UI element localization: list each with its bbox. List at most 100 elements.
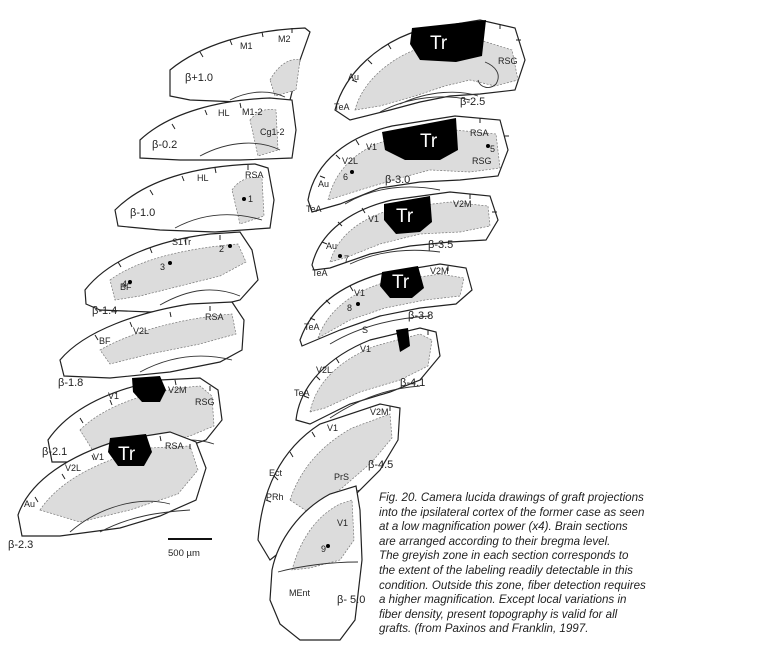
graft-label: Tr xyxy=(118,444,136,465)
label-site-8: 8 xyxy=(347,303,352,313)
bregma-label: β-1.4 xyxy=(92,305,117,317)
section-b-minus-2-3: Tr RSA V1 V2L Au β-2.3 xyxy=(8,431,207,551)
label-RSG: RSG xyxy=(195,397,215,407)
graft-label: Tr xyxy=(396,206,414,227)
label-S: S xyxy=(362,325,368,335)
caption-line: condition. Outside this zone, fiber dete… xyxy=(379,578,646,592)
label-RSG: RSG xyxy=(472,156,492,166)
label-Ect: Ect xyxy=(269,468,283,478)
label-V1: V1 xyxy=(360,344,371,354)
bregma-label: β-1.0 xyxy=(130,207,155,219)
label-HL: HL xyxy=(197,173,209,183)
label-V2M: V2M xyxy=(168,385,187,395)
section-b-minus-1-0: HL RSA 1 β-1.0 xyxy=(114,163,275,233)
label-V1: V1 xyxy=(93,452,104,462)
scale-bar xyxy=(168,538,212,540)
label-V1: V1 xyxy=(368,214,379,224)
bregma-label: β-4.5 xyxy=(368,459,393,471)
section-b-minus-4-1: V1 V2L TeA β-4.1 xyxy=(294,327,441,425)
section-b-minus-5-0: V1 9 MEnt β- 5.0 xyxy=(269,485,365,641)
caption-line: the extent of the labeling readily detec… xyxy=(379,563,633,577)
label-site-9: 9 xyxy=(321,544,326,554)
bregma-label: β-3.0 xyxy=(385,174,410,186)
section-b-minus-3-0: Tr RSA 5 RSG V1 V2L 6 Au TeA β-3.0 xyxy=(306,115,509,214)
graft-site xyxy=(108,434,152,466)
section-b-minus-3-8: Tr V2M V1 8 TeA S β-3.8 xyxy=(299,263,473,347)
label-S1Tr: S1Tr xyxy=(172,237,191,247)
graft-site xyxy=(380,266,424,298)
caption-line: fiber density, present topography is val… xyxy=(379,607,618,621)
bregma-label: β+1.0 xyxy=(185,72,213,84)
section-b-minus-4-5: V2M V1 Ect PrS PRh β-4.5 xyxy=(257,403,401,561)
bregma-label: β- 5.0 xyxy=(337,594,365,606)
caption-line: grafts. (from Paxinos and Franklin, 1997… xyxy=(379,622,589,636)
label-V2L: V2L xyxy=(133,326,149,336)
label-Cg1-2: Cg1-2 xyxy=(260,127,285,137)
graft-site xyxy=(396,328,410,352)
label-site-1: 1 xyxy=(248,194,253,204)
label-site-5: 5 xyxy=(490,144,495,154)
section-b-plus-1-0: M1 M2 β+1.0 xyxy=(169,27,311,103)
label-RSA: RSA xyxy=(165,441,184,451)
label-PRh: PRh xyxy=(266,492,284,502)
label-V2M: V2M xyxy=(453,199,472,209)
label-V1: V1 xyxy=(354,288,365,298)
label-V2L: V2L xyxy=(316,365,332,375)
label-TeA: TeA xyxy=(312,268,328,278)
label-RSA: RSA xyxy=(245,170,264,180)
label-M1: M1 xyxy=(240,41,253,51)
graft-site xyxy=(410,20,486,62)
caption-line: are arranged according to their bregma l… xyxy=(379,534,611,548)
scale-bar-label: 500 µm xyxy=(168,548,200,559)
label-TeA: TeA xyxy=(294,388,310,398)
label-V1: V1 xyxy=(337,518,348,528)
label-HL: HL xyxy=(218,108,230,118)
bregma-label: β-2.3 xyxy=(8,539,33,551)
graft-label: Tr xyxy=(430,33,448,54)
label-site-7: 7 xyxy=(344,254,349,264)
caption-line: Fig. 20. Camera lucida drawings of graft… xyxy=(379,491,644,504)
label-site-2: 2 xyxy=(219,244,224,254)
figure-caption: Fig. 20. Camera lucida drawings of graft… xyxy=(379,491,709,637)
label-TeA: TeA xyxy=(306,204,322,214)
label-V2L: V2L xyxy=(65,463,81,473)
section-b-minus-1-8: V2L RSA BF β-1.8 xyxy=(58,301,245,389)
graft-site xyxy=(382,118,458,160)
label-PrS: PrS xyxy=(334,472,349,482)
label-BF: BF xyxy=(120,282,132,292)
label-V1: V1 xyxy=(366,142,377,152)
caption-line: The greyish zone in each section corresp… xyxy=(379,549,629,563)
label-site-3: 3 xyxy=(160,262,165,272)
bregma-label: β-3.8 xyxy=(408,310,433,322)
caption-line: at a low magnification power (x4). Brain… xyxy=(379,520,628,534)
bregma-label: β-3.5 xyxy=(428,239,453,251)
label-RSA: RSA xyxy=(205,312,224,322)
bregma-label: β-1.8 xyxy=(58,377,83,389)
section-b-minus-3-5: Tr V1 V2M Au 7 TeA β-3.5 xyxy=(311,191,499,278)
graft-site xyxy=(132,376,166,402)
label-TeA: TeA xyxy=(304,322,320,332)
label-V2M: V2M xyxy=(370,407,389,417)
caption-line: into the ipsilateral cortex of the forme… xyxy=(379,505,645,519)
label-site-6: 6 xyxy=(343,172,348,182)
label-Au: Au xyxy=(24,499,35,509)
section-b-minus-0-2: HL M1-2 Cg1-2 β-0.2 xyxy=(139,97,297,161)
label-V2M: V2M xyxy=(430,266,449,276)
graft-label: Tr xyxy=(420,131,438,152)
label-Au: Au xyxy=(326,241,337,251)
label-Au: Au xyxy=(318,179,329,189)
graft-site xyxy=(384,196,432,234)
bregma-label: β-2.5 xyxy=(460,96,485,108)
label-M1-2: M1-2 xyxy=(242,107,263,117)
bregma-label: β-2.1 xyxy=(42,446,67,458)
label-V1: V1 xyxy=(327,423,338,433)
label-MEnt: MEnt xyxy=(289,588,311,598)
bregma-label: β-4.1 xyxy=(400,377,425,389)
label-TeA: TeA xyxy=(334,102,350,112)
label-RSG: RSG xyxy=(498,56,518,66)
label-BF: BF xyxy=(99,336,111,346)
label-RSA: RSA xyxy=(470,128,489,138)
section-b-minus-1-4: S1Tr BF 2 3 4 β-1.4 xyxy=(84,231,259,317)
label-Au: Au xyxy=(348,72,359,82)
